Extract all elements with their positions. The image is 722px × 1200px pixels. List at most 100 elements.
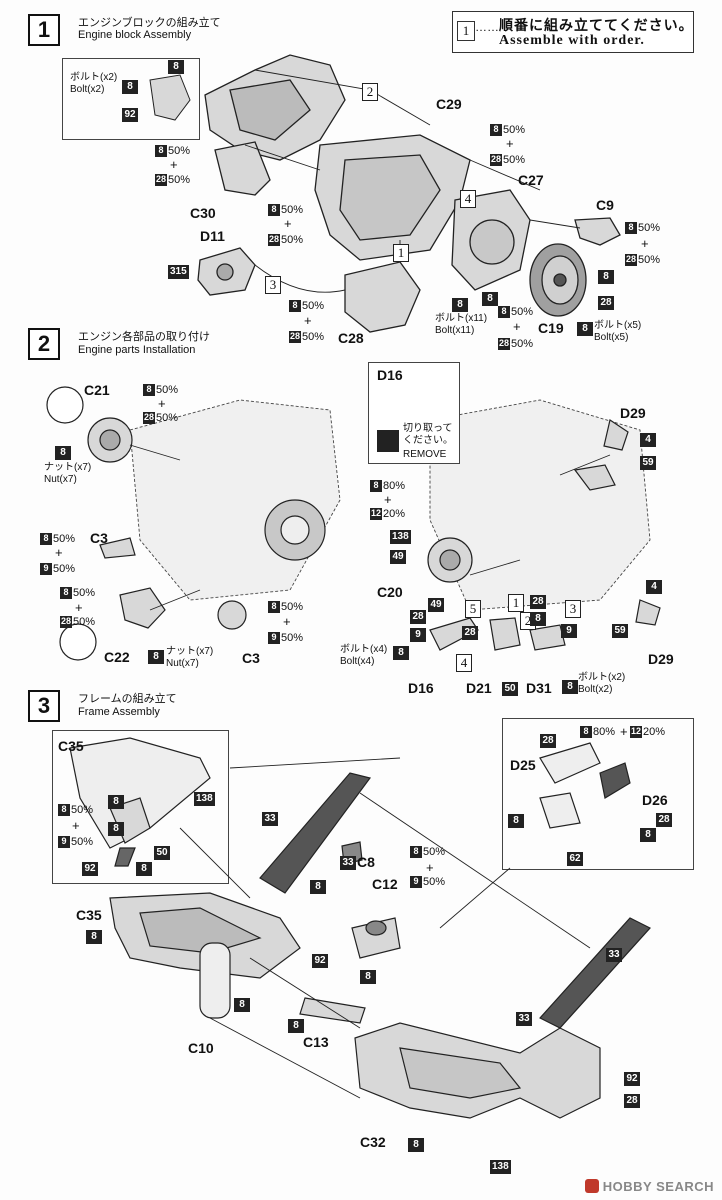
part-label-d25: D25	[510, 757, 536, 773]
d16-cut-inset: D16 切り取って ください。 REMOVE	[368, 362, 460, 464]
bolt2-en: Bolt(x2)	[578, 684, 613, 695]
part-label-c3-a: C3	[90, 530, 108, 546]
mix-c3a-plus: +	[55, 545, 63, 560]
tag-49-c20b: 49	[428, 598, 444, 612]
part-label-c10: C10	[188, 1040, 214, 1056]
bolt4-jp: ボルト(x4)	[340, 644, 388, 655]
tag-4-d29b: 4	[646, 580, 662, 594]
order-2-step1: 2	[362, 83, 378, 101]
tag-9-d16: 9	[410, 628, 426, 642]
part-label-d26: D26	[642, 792, 668, 808]
order-3-step2: 3	[565, 600, 581, 618]
step-3-c35-inset	[52, 730, 229, 884]
tag-92-c32: 92	[624, 1072, 640, 1086]
part-label-d16: D16	[408, 680, 434, 696]
part-label-c29: C29	[436, 96, 462, 112]
bolt11-jp: ボルト(x11)	[435, 313, 488, 324]
tag-28-d21: 28	[462, 626, 478, 640]
tag-8-c35: 8	[86, 930, 102, 944]
order-3-step1: 3	[265, 276, 281, 294]
tag-59-d29a: 59	[640, 456, 656, 470]
part-label-c30: C30	[190, 205, 216, 221]
part-label-c20: C20	[377, 584, 403, 600]
part-label-c9: C9	[596, 197, 614, 213]
hobby-search-watermark: HOBBY SEARCH	[584, 1179, 714, 1194]
tag-8-d25: 8	[508, 814, 524, 828]
tag-33-c8: 33	[340, 856, 356, 870]
step-1-title-en: Engine block Assembly	[78, 29, 192, 41]
part-label-d11: D11	[200, 228, 225, 244]
part-label-c12: C12	[372, 876, 398, 892]
mix-c12-plus: +	[426, 860, 434, 875]
part-label-d31: D31	[526, 680, 552, 696]
tag-28-c19: 28	[598, 296, 614, 310]
inset-tag-92: 92	[122, 108, 138, 122]
nut7-en-a: Nut(x7)	[44, 474, 77, 485]
tag-28-d31: 28	[530, 595, 546, 609]
inset-tag-8b: 8	[122, 80, 138, 94]
bolt2-jp: ボルト(x2)	[578, 672, 626, 683]
tag-62: 62	[567, 852, 583, 866]
tag-8-d31b: 8	[562, 680, 578, 694]
inset-tag-8: 8	[168, 60, 184, 74]
step-3-illustration	[69, 737, 651, 1119]
tag-92-c35: 92	[312, 954, 328, 968]
tag-138-c20: 138	[390, 530, 411, 544]
cut-note-en: REMOVE	[403, 449, 447, 460]
part-label-d29-a: D29	[620, 405, 646, 421]
mix-c35-plus: +	[72, 818, 80, 833]
tag-8-d31a: 8	[530, 612, 546, 626]
bolt5-jp: ボルト(x5)	[594, 320, 642, 331]
tag-8-c19: 8	[598, 270, 614, 284]
tag-315: 315	[168, 265, 189, 279]
tag-28-d16: 28	[410, 610, 426, 624]
tag-8-c13: 8	[288, 1019, 304, 1033]
order-4-step1: 4	[460, 190, 476, 208]
tag-92-inset: 92	[82, 862, 98, 876]
tag-8-c12: 8	[360, 970, 376, 984]
tag-8-c8: 8	[310, 880, 326, 894]
part-label-d16-inset: D16	[377, 367, 403, 383]
tag-50-d21: 50	[502, 682, 518, 696]
tag-8-c32: 8	[408, 1138, 424, 1152]
order-1-step2: 1	[508, 594, 524, 612]
mix-c9-plus: +	[641, 236, 649, 251]
part-label-c35-inset: C35	[58, 738, 84, 754]
step-3-title-en: Frame Assembly	[78, 706, 160, 718]
part-label-c8: C8	[357, 854, 375, 870]
part-label-c27: C27	[518, 172, 544, 188]
mix-c28-plus: +	[304, 313, 312, 328]
mix-c29-plus: +	[506, 136, 514, 151]
mix-c21-plus: +	[158, 396, 166, 411]
tag-8-c27: 8	[452, 298, 468, 312]
cut-note-jp: 切り取って ください。	[403, 423, 453, 446]
inset-bolt-count-jp: ボルト(x2)	[70, 72, 118, 83]
notice-order-badge: 1	[457, 21, 475, 41]
mix-block-plus: +	[284, 216, 292, 231]
step-1-number: 1	[28, 14, 60, 46]
tag-8-c27b: 8	[482, 292, 498, 306]
nut7-en-b: Nut(x7)	[166, 658, 199, 669]
step-2-title-en: Engine parts Installation	[78, 344, 196, 356]
part-label-c21: C21	[84, 382, 110, 398]
inset-bolt-count-en: Bolt(x2)	[70, 84, 105, 95]
step-2-title-jp: エンジン各部品の取り付け	[78, 331, 210, 343]
